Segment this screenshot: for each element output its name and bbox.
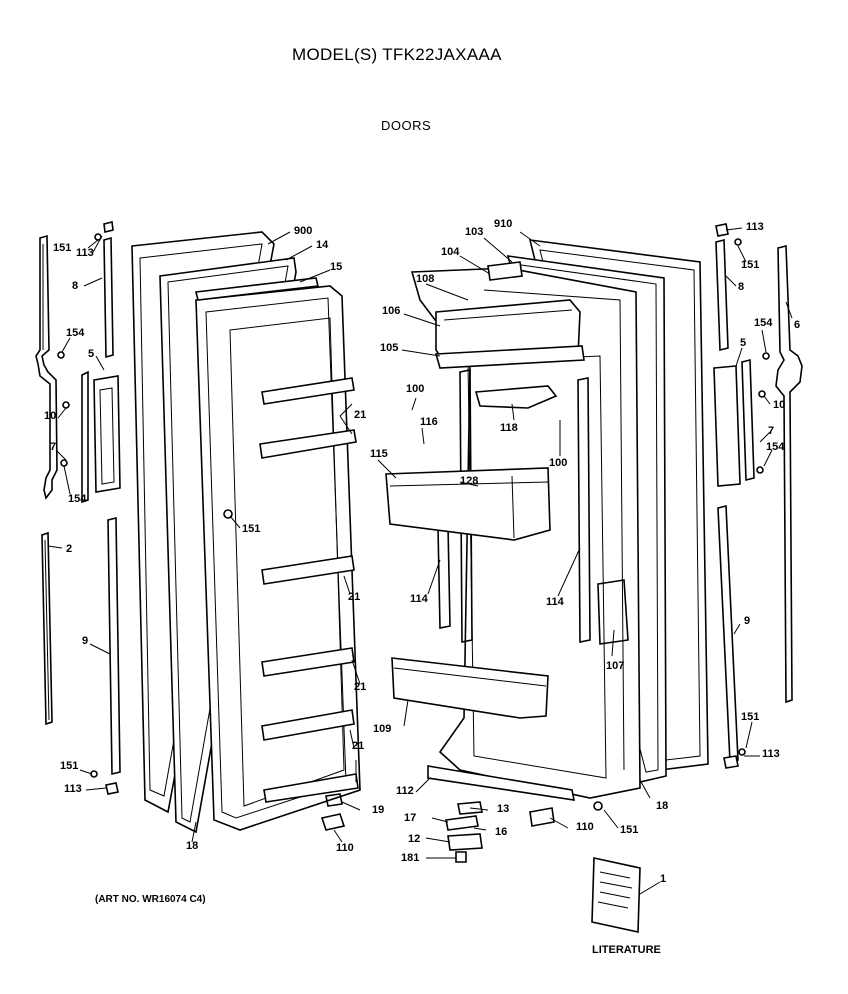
fresh-food-bin-115 xyxy=(385,467,551,541)
page-title: MODEL(S) TFK22JAXAAA xyxy=(292,45,502,64)
part-label-151-bottom: 151 xyxy=(60,760,79,772)
part-label-151-right-top: 151 xyxy=(741,259,760,271)
fresh-food-small-tray xyxy=(474,385,558,409)
part-label-13: 13 xyxy=(497,803,510,815)
part-label-106: 106 xyxy=(382,305,401,317)
part-label-113-right: 113 xyxy=(746,221,764,233)
part-label-114-right: 114 xyxy=(546,596,564,608)
freezer-door-liner xyxy=(195,285,361,831)
part-label-100: 100 xyxy=(406,383,425,395)
fresh-food-strip xyxy=(487,261,523,281)
part-label-154-right: 154 xyxy=(754,317,773,329)
part-label-110: 110 xyxy=(336,842,354,854)
right-screws xyxy=(715,223,770,769)
part-label-21-mid: 21 xyxy=(348,591,361,603)
part-label-110-right: 110 xyxy=(576,821,594,833)
part-label-113-right-bottom: 113 xyxy=(762,748,780,760)
part-label-113-bottom: 113 xyxy=(64,783,82,795)
part-label-151-door: 151 xyxy=(242,523,261,535)
part-label-21-bottom: 21 xyxy=(352,740,365,752)
freezer-shelves xyxy=(259,377,359,803)
left-trim-strip xyxy=(35,234,58,500)
part-label-103: 103 xyxy=(465,226,484,238)
part-label-8: 8 xyxy=(72,280,79,292)
part-label-14: 14 xyxy=(316,239,329,251)
left-handle xyxy=(81,370,121,504)
part-label-21: 21 xyxy=(354,409,367,421)
part-label-18-right: 18 xyxy=(656,800,669,812)
part-label-108: 108 xyxy=(416,273,435,285)
left-gasket-strip-2 xyxy=(41,531,53,726)
part-label-2: 2 xyxy=(66,543,73,555)
part-label-109: 109 xyxy=(373,723,392,735)
part-label-151-right-bottom: 151 xyxy=(741,711,760,723)
part-label-154-lower: 154 xyxy=(68,493,87,505)
right-handle xyxy=(713,358,755,487)
part-label-15: 15 xyxy=(330,261,343,273)
part-label-19: 19 xyxy=(372,804,385,816)
part-label-181: 181 xyxy=(401,852,420,864)
part-label-114: 114 xyxy=(410,593,428,605)
literature-label: LITERATURE xyxy=(592,944,661,956)
part-label-105: 105 xyxy=(380,342,399,354)
part-label-17: 17 xyxy=(404,812,417,824)
part-label-100-right: 100 xyxy=(549,457,568,469)
part-label-18: 18 xyxy=(186,840,199,852)
right-strip-9 xyxy=(717,504,739,764)
part-label-7: 7 xyxy=(50,441,57,453)
freezer-door-top-rail xyxy=(195,277,319,301)
part-label-5: 5 xyxy=(88,348,95,360)
part-label-107: 107 xyxy=(606,660,625,672)
part-label-9-right: 9 xyxy=(744,615,751,627)
part-label-112: 112 xyxy=(396,785,414,797)
right-trim-strip xyxy=(775,244,803,704)
art-number: (ART NO. WR16074 C4) xyxy=(95,894,206,905)
part-label-8-right: 8 xyxy=(738,281,745,293)
right-hinge-strip xyxy=(715,238,729,352)
part-label-1: 1 xyxy=(660,873,667,885)
part-label-10: 10 xyxy=(44,410,57,422)
part-label-6: 6 xyxy=(794,319,801,331)
part-label-116: 116 xyxy=(420,416,438,428)
fresh-food-kickplate xyxy=(427,765,576,801)
leader-lines xyxy=(47,227,793,895)
part-label-154-right-lower: 154 xyxy=(766,441,785,453)
part-label-21-lower: 21 xyxy=(354,681,367,693)
part-label-910: 910 xyxy=(494,218,513,230)
left-hinge-strip xyxy=(103,236,114,359)
part-label-104: 104 xyxy=(441,246,460,258)
left-bottom-screws xyxy=(90,770,119,795)
part-label-16: 16 xyxy=(495,826,508,838)
part-label-900: 900 xyxy=(294,225,313,237)
part-label-9: 9 xyxy=(82,635,89,647)
literature-booklet xyxy=(591,857,641,933)
part-label-113: 113 xyxy=(76,247,94,259)
part-label-151: 151 xyxy=(53,242,72,254)
page-subtitle: DOORS xyxy=(381,118,432,133)
part-label-151-right: 151 xyxy=(620,824,639,836)
part-label-128: 128 xyxy=(460,475,479,487)
left-strip-9 xyxy=(107,516,121,776)
part-label-115: 115 xyxy=(370,448,388,460)
part-label-154: 154 xyxy=(66,327,85,339)
part-label-7-right: 7 xyxy=(768,425,775,437)
part-label-5-right: 5 xyxy=(740,337,747,349)
fresh-food-bin-109 xyxy=(391,657,549,719)
part-label-118: 118 xyxy=(500,422,518,434)
part-label-10-right: 10 xyxy=(773,399,786,411)
freezer-door-hardware xyxy=(223,509,346,831)
fresh-food-top-rail xyxy=(434,345,585,369)
part-label-12: 12 xyxy=(408,833,421,845)
